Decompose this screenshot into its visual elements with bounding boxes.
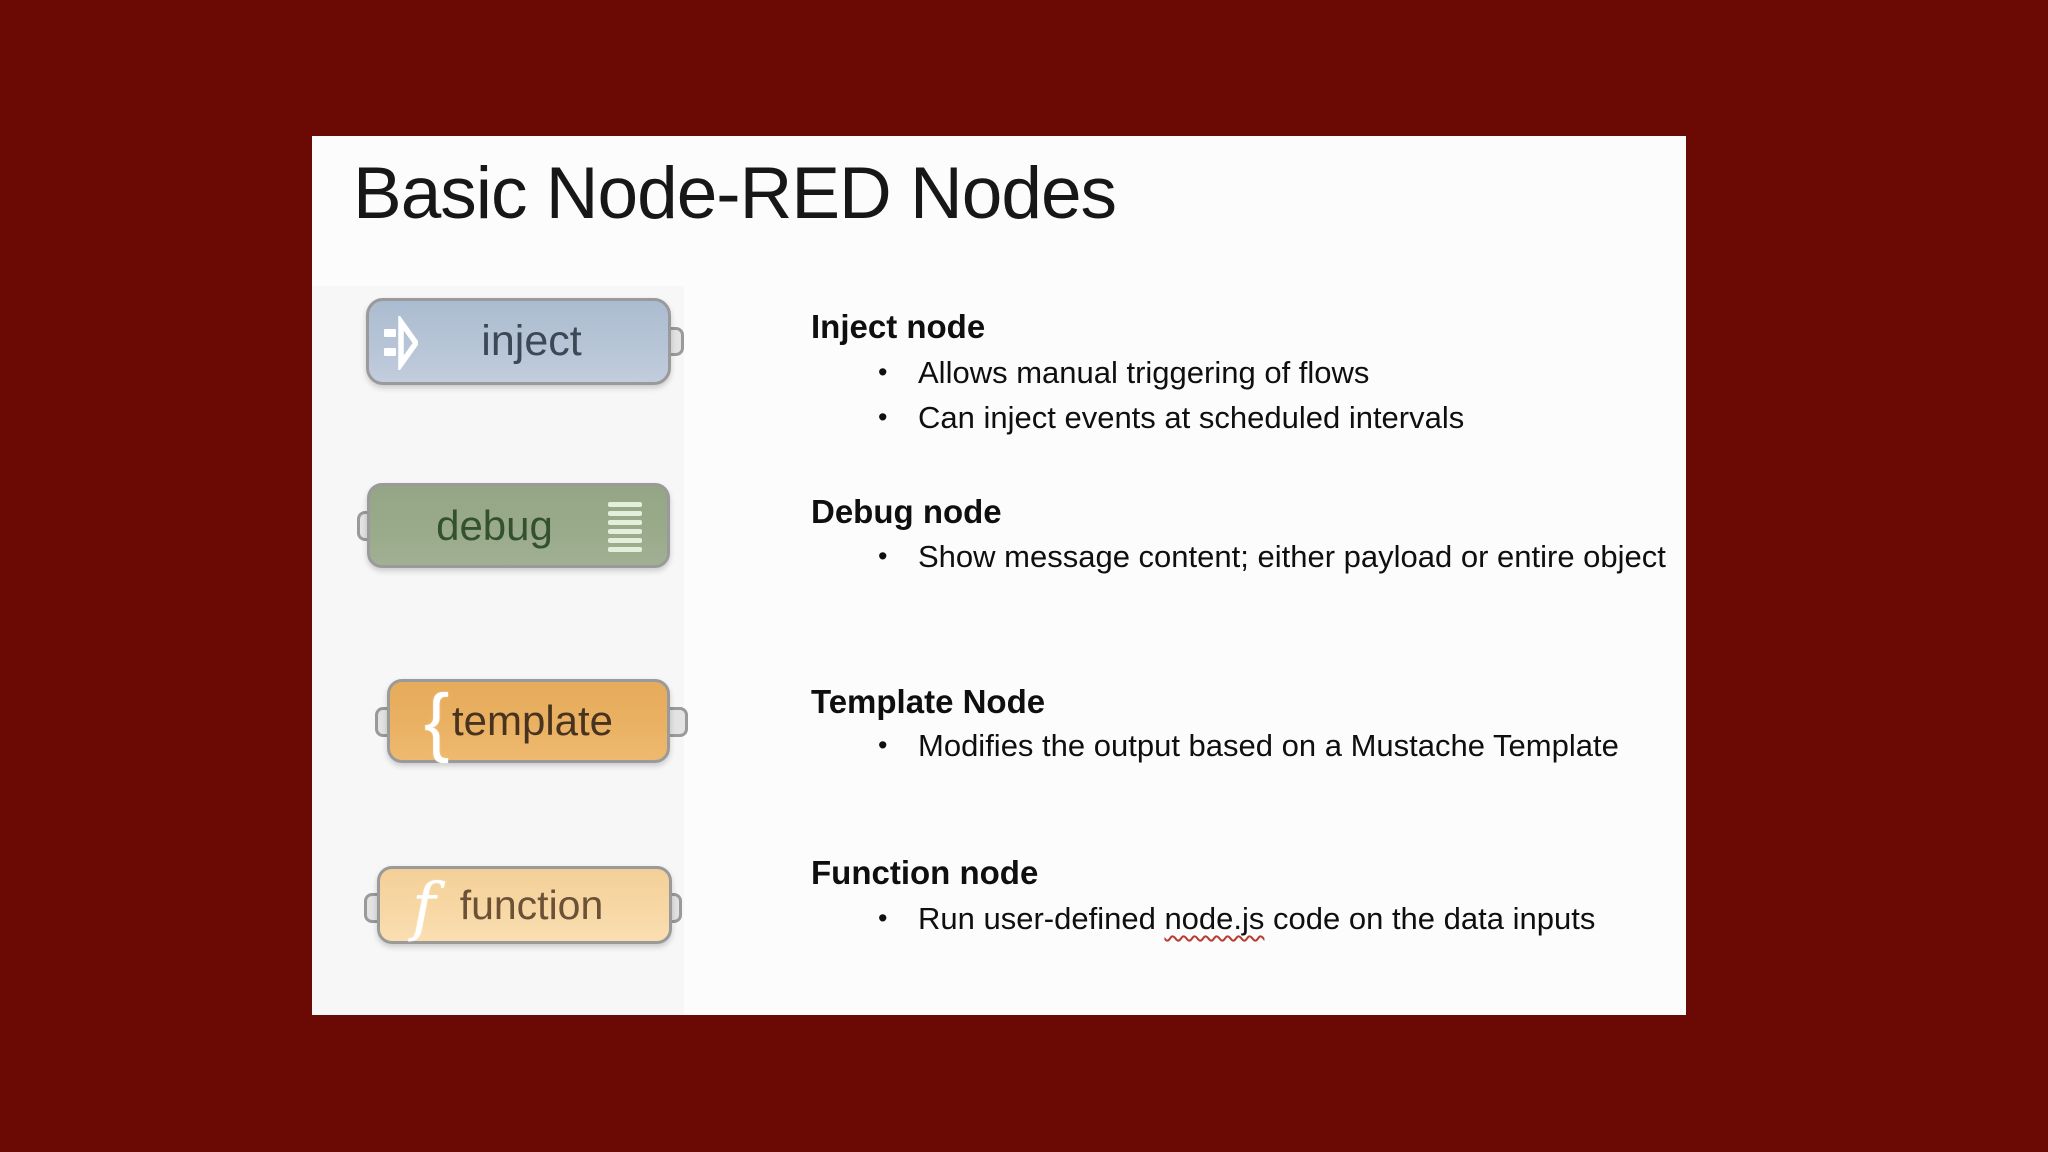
curly-brace-icon: { [424, 679, 450, 764]
bullet-dot: • [878, 903, 888, 933]
debug-message-lines-icon [607, 502, 643, 552]
inject-bullet-1: • Allows manual triggering of flows [878, 350, 1369, 395]
function-node: f function [377, 866, 672, 944]
template-bullet-1-text: Modifies the output based on a Mustache … [918, 728, 1619, 763]
inject-node: inject [366, 298, 671, 385]
function-node-label: function [459, 881, 604, 928]
bullet-dot: • [878, 730, 888, 760]
template-node-label: template [451, 697, 614, 744]
presentation-slide: Basic Node-RED Nodes inject debug [312, 136, 1686, 1015]
bullet-dot: • [878, 357, 888, 387]
inject-bullet-2: • Can inject events at scheduled interva… [878, 395, 1464, 440]
slide-title: Basic Node-RED Nodes [353, 153, 1117, 234]
inject-section-heading: Inject node [811, 308, 986, 345]
function-section-heading: Function node [811, 854, 1039, 891]
spellcheck-underline: node.js [1164, 901, 1265, 936]
debug-bullet-1-text: Show message content; either payload or … [918, 539, 1666, 574]
debug-section-heading: Debug node [811, 493, 1002, 530]
template-node: { template [387, 679, 670, 764]
bullet-dot: • [878, 402, 888, 432]
inject-arrow-icon [384, 313, 420, 373]
function-bullet-1-text: Run user-defined node.js code on the dat… [918, 901, 1596, 936]
template-section-heading: Template Node [811, 683, 1046, 720]
debug-node-label: debug [436, 501, 553, 549]
inject-node-label: inject [481, 317, 582, 365]
function-f-icon: f [412, 870, 436, 944]
function-bullet-1: • Run user-defined node.js code on the d… [878, 896, 1595, 941]
inject-bullet-1-text: Allows manual triggering of flows [918, 355, 1370, 390]
inject-bullet-2-text: Can inject events at scheduled intervals [918, 400, 1465, 435]
debug-node: debug [367, 483, 670, 568]
template-bullet-1: • Modifies the output based on a Mustach… [878, 723, 1619, 768]
debug-bullet-1: • Show message content; either payload o… [878, 534, 1678, 579]
bullet-dot: • [878, 541, 888, 571]
